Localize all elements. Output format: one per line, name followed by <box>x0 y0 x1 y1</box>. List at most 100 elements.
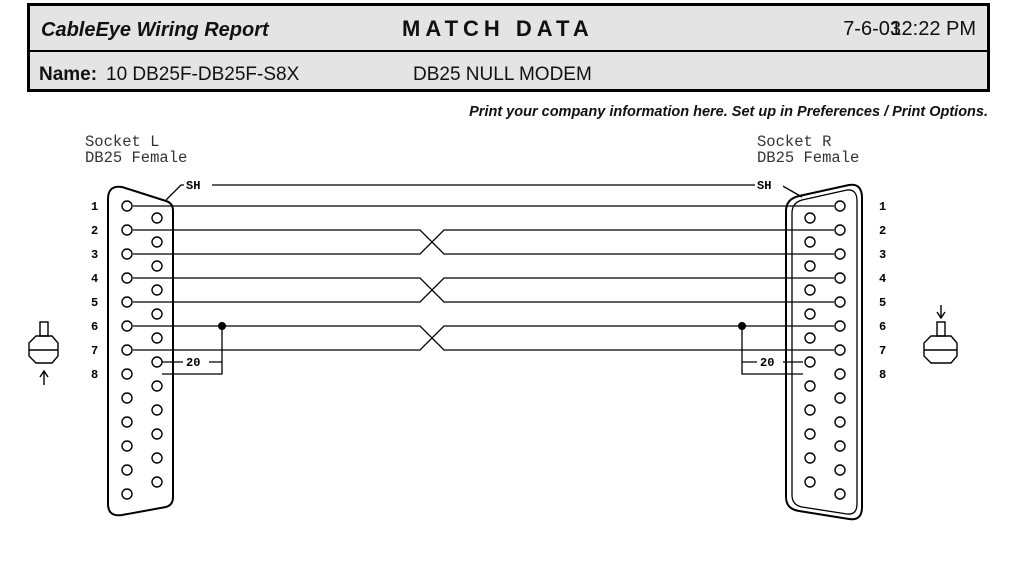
left-pin-socket <box>121 416 133 428</box>
right-pin-number: 6 <box>879 320 886 334</box>
left-pin-socket <box>121 368 133 380</box>
wire <box>133 229 834 255</box>
right-pin-number: 5 <box>879 296 886 310</box>
left-pin-socket <box>151 404 163 416</box>
right-pin-number: 7 <box>879 344 886 358</box>
report-header: CableEye Wiring Report MATCH DATA 7-6-03… <box>27 3 990 92</box>
right-pin-socket <box>804 332 816 344</box>
right-pin-socket <box>834 368 846 380</box>
right-pin-socket <box>834 248 846 260</box>
right-pin-socket <box>834 296 846 308</box>
left-jumper: 20 <box>162 322 226 375</box>
left-pin-20-label: 20 <box>186 356 200 370</box>
report-time: 12:22 PM <box>890 18 976 40</box>
left-pin-socket <box>121 272 133 284</box>
right-connector-type: DB25 Female <box>757 149 859 167</box>
right-pin-socket <box>804 308 816 320</box>
left-pin-socket <box>121 200 133 212</box>
right-shield-label: SH <box>757 179 771 193</box>
right-pin-socket <box>804 452 816 464</box>
right-junction-dot <box>738 322 746 330</box>
left-pin-socket <box>121 464 133 476</box>
right-pin-socket <box>834 224 846 236</box>
right-pin-socket <box>834 320 846 332</box>
left-pin-number: 7 <box>91 344 98 358</box>
header-name-row: Name: 10 DB25F-DB25F-S8X DB25 NULL MODEM <box>30 52 987 90</box>
right-pin-socket <box>804 428 816 440</box>
left-pin-socket <box>151 452 163 464</box>
wire <box>133 229 834 255</box>
right-pin-number: 3 <box>879 248 886 262</box>
right-pin-socket <box>834 392 846 404</box>
wire <box>133 325 834 351</box>
left-pin-number: 3 <box>91 248 98 262</box>
left-pin-socket <box>121 488 133 500</box>
right-pin-number: 2 <box>879 224 886 238</box>
right-pin-number: 8 <box>879 368 886 382</box>
left-pin-socket <box>121 440 133 452</box>
left-shield-label: SH <box>186 179 200 193</box>
left-pin-number: 2 <box>91 224 98 238</box>
name-label: Name: <box>39 64 98 85</box>
report-title: MATCH DATA <box>402 16 594 41</box>
app-title: CableEye Wiring Report <box>41 19 269 41</box>
shield-wire <box>165 184 803 201</box>
right-pin-socket <box>804 476 816 488</box>
wire <box>133 277 834 303</box>
left-junction-dot <box>218 322 226 330</box>
right-pin-socket <box>804 212 816 224</box>
left-pin-socket <box>151 428 163 440</box>
left-connector-shell <box>107 185 174 517</box>
right-pin-socket <box>804 380 816 392</box>
right-pin-socket <box>834 440 846 452</box>
left-pin-socket <box>151 308 163 320</box>
left-pin-socket <box>151 356 163 368</box>
left-pin-socket <box>151 260 163 272</box>
left-pin-socket <box>151 380 163 392</box>
left-pin-socket <box>151 236 163 248</box>
header-title-row: CableEye Wiring Report MATCH DATA 7-6-03… <box>30 6 987 52</box>
left-pin-number: 5 <box>91 296 98 310</box>
right-pin-number: 4 <box>879 272 886 286</box>
left-pin-socket <box>151 284 163 296</box>
left-pin-number: 1 <box>91 200 98 214</box>
left-pin-socket <box>151 476 163 488</box>
left-plug-icon <box>28 321 59 385</box>
left-socket-label: Socket L <box>85 133 159 151</box>
right-connector-shell-inner <box>791 189 858 515</box>
left-pin-numbers: 1 2 3 4 5 6 7 8 <box>91 200 98 382</box>
right-pin-socket <box>804 284 816 296</box>
wire <box>133 277 834 303</box>
right-pin-socket <box>804 356 816 368</box>
pin-group <box>121 200 846 500</box>
right-pin-socket <box>834 344 846 356</box>
right-pin-socket <box>834 416 846 428</box>
cable-name: 10 DB25F-DB25F-S8X <box>106 64 300 85</box>
right-pin-number: 1 <box>879 200 886 214</box>
right-pin-socket <box>834 200 846 212</box>
left-pin-number: 6 <box>91 320 98 334</box>
left-pin-socket <box>151 332 163 344</box>
left-pin-socket <box>121 248 133 260</box>
left-pin-socket <box>121 344 133 356</box>
wire-group <box>133 205 834 351</box>
left-pin-socket <box>121 224 133 236</box>
right-pin-socket <box>804 260 816 272</box>
company-info-note: Print your company information here. Set… <box>469 104 988 120</box>
left-pin-socket <box>121 392 133 404</box>
right-jumper: 20 <box>738 322 803 375</box>
cable-description: DB25 NULL MODEM <box>413 64 592 85</box>
right-connector-shell-outer <box>785 183 863 521</box>
right-socket-label: Socket R <box>757 133 831 151</box>
right-pin-socket <box>834 488 846 500</box>
right-shield-label-bg <box>755 178 783 192</box>
report-date: 7-6-03 <box>843 18 901 40</box>
right-pin-socket <box>804 236 816 248</box>
left-pin-socket <box>121 320 133 332</box>
right-pin-20-label: 20 <box>760 356 774 370</box>
left-connector-type: DB25 Female <box>85 149 187 167</box>
right-pin-socket <box>834 464 846 476</box>
left-pin-socket <box>151 212 163 224</box>
left-pin-socket <box>121 296 133 308</box>
